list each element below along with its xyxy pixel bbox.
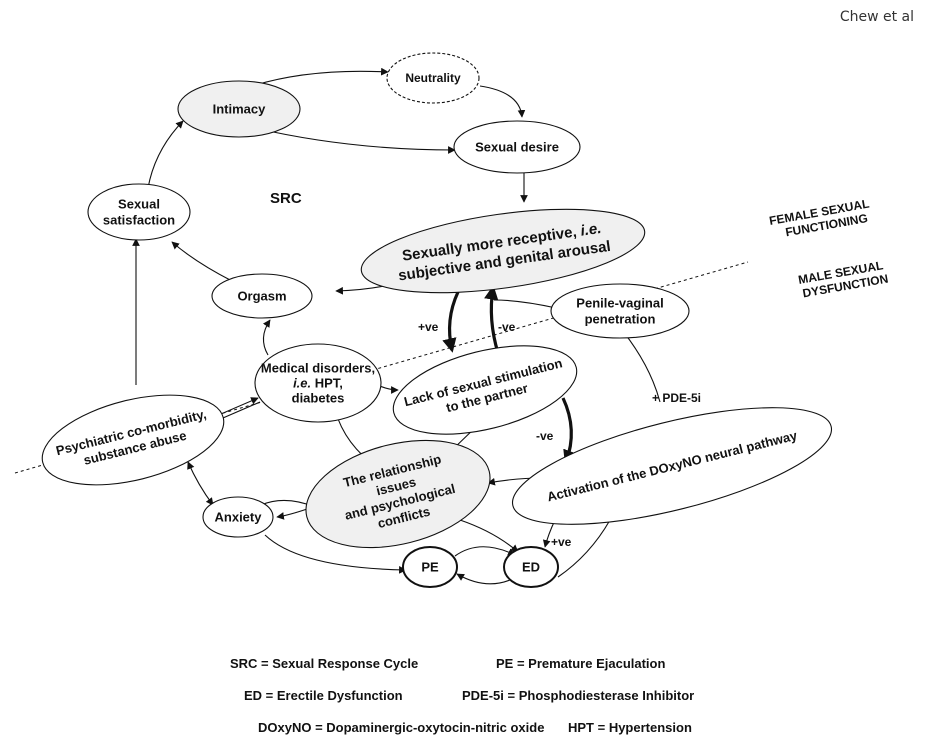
node-psychiatric xyxy=(41,394,225,486)
arrow-orgasm-satisfaction xyxy=(171,241,233,282)
node-medical xyxy=(254,343,382,423)
legend-doxyno: DOxyNO = Dopaminergic-oxytocin-nitric ox… xyxy=(258,720,545,735)
label-src: SRC xyxy=(270,190,302,207)
author-credit: Chew et al xyxy=(839,9,914,25)
label-neg-ve-arousal: -ve xyxy=(498,320,516,334)
legend-pe: PE = Premature Ejaculation xyxy=(496,656,666,671)
label-pos-ve-arousal: +ve xyxy=(418,320,439,334)
node-label-ed: ED xyxy=(522,560,540,575)
legend-pde5i: PDE-5i = Phosphodiesterase Inhibitor xyxy=(462,688,695,703)
node-receptive xyxy=(360,208,646,294)
node-doxyno xyxy=(511,407,833,525)
arrow-medical-orgasm xyxy=(262,319,271,356)
legend-hpt: HPT = Hypertension xyxy=(568,720,692,735)
node-orgasm xyxy=(211,273,313,319)
node-label-sexual-desire: Sexual desire xyxy=(475,140,559,155)
label-female-functioning: FEMALE SEXUAL FUNCTIONING xyxy=(768,196,876,242)
arrow-anxiety-pe xyxy=(264,534,407,574)
arrow-penetration-receptive xyxy=(493,299,557,309)
legend-ed: ED = Erectile Dysfunction xyxy=(244,688,403,703)
arrow-psychiatric-anxiety xyxy=(187,461,214,506)
node-neutrality xyxy=(386,52,480,104)
node-pe xyxy=(402,546,458,588)
label-neg-ve-doxyno: -ve xyxy=(536,429,554,443)
node-label-anxiety: Anxiety xyxy=(215,510,263,525)
node-relationship xyxy=(305,439,491,549)
arrow-satisfaction-intimacy xyxy=(147,120,184,189)
line-ed-doxyno xyxy=(557,519,611,578)
node-label-medical: Medical disorders,i.e. HPT,diabetes xyxy=(261,361,375,406)
node-label-orgasm: Orgasm xyxy=(237,289,286,304)
node-label-intimacy: Intimacy xyxy=(213,102,267,117)
node-intimacy xyxy=(177,80,301,138)
node-sexual-desire xyxy=(453,120,581,174)
label-pde5i: + PDE-5i xyxy=(652,391,701,405)
thick-arrow-lack-receptive xyxy=(484,285,500,354)
thick-arrow-lack-doxyno xyxy=(561,397,577,465)
node-anxiety xyxy=(202,496,274,538)
label-pos-ve-ed: +ve xyxy=(551,535,572,549)
arrow-neutrality-desire xyxy=(479,85,526,118)
label-male-dysfunction: MALE SEXUAL DYSFUNCTION xyxy=(797,258,890,301)
arrow-pe-ed xyxy=(454,546,516,557)
legend-src: SRC = Sexual Response Cycle xyxy=(230,656,419,671)
arrow-ed-pe xyxy=(456,573,511,585)
node-ed xyxy=(503,546,559,588)
thick-arrow-receptive-lack xyxy=(442,291,460,353)
node-penetration xyxy=(550,283,690,339)
node-lack xyxy=(392,345,578,435)
node-sexual-satisfaction xyxy=(87,183,191,241)
arrow-intimacy-neutrality xyxy=(251,67,389,87)
arrow-relationship-ed xyxy=(459,519,519,553)
node-label-neutrality: Neutrality xyxy=(405,71,461,85)
node-label-pe: PE xyxy=(421,560,439,575)
arrow-relationship-anxiety xyxy=(276,507,311,520)
arrow-intimacy-desire xyxy=(254,127,456,154)
